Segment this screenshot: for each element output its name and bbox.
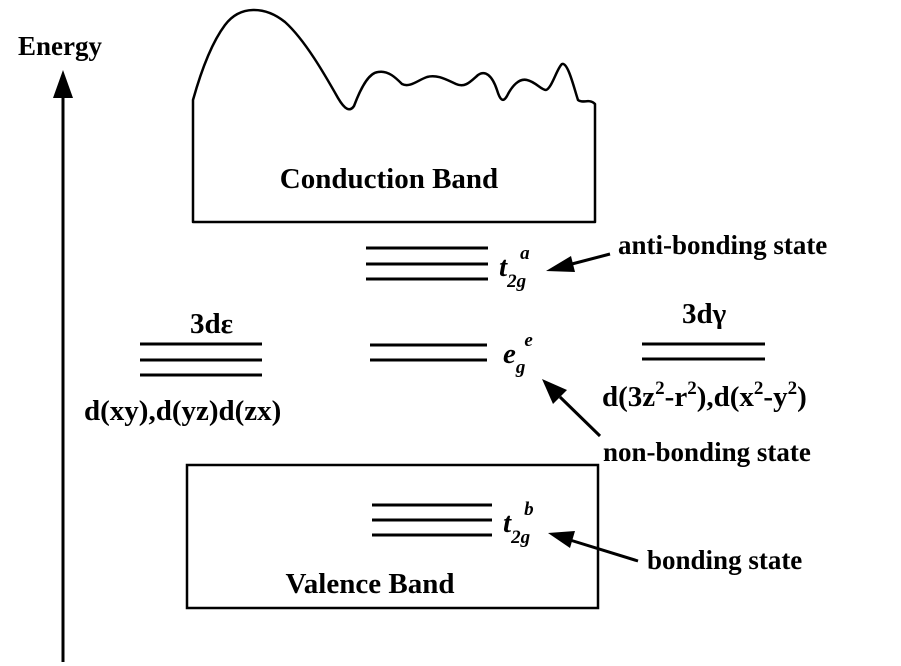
t2g-b-level-group: t2gb bonding state [372,499,802,575]
t2g-b-level-lines [372,503,492,537]
eg-e-level-group: ege non-bonding state [370,330,811,467]
valence-band-label: Valence Band [286,568,455,600]
non-bonding-arrowhead [542,379,567,404]
d-gamma-group: 3dγ d(3z2-r2),d(x2-y2) [602,298,807,413]
anti-bonding-label: anti-bonding state [618,230,827,260]
energy-axis-label: Energy [18,31,102,61]
bonding-arrowhead [548,531,575,548]
bonding-label: bonding state [647,545,802,575]
conduction-band: Conduction Band [191,8,597,224]
d-epsilon-level-lines [140,342,262,377]
anti-bonding-arrowhead [546,256,575,272]
t2g-a-level-lines [366,246,488,281]
t2g-a-symbol: t2ga [499,243,530,292]
conduction-band-label: Conduction Band [280,163,498,195]
d-epsilon-title: 3dε [190,308,233,340]
d-epsilon-orbital-label: d(xy),d(yz)d(zx) [84,395,281,427]
valence-band: Valence Band [185,463,600,610]
t2g-a-level-group: t2ga anti-bonding state [366,230,827,292]
anti-bonding-arrow-shaft [567,252,611,267]
d-gamma-orbital-label: d(3z2-r2),d(x2-y2) [602,378,807,413]
non-bonding-arrow-shaft [558,395,602,438]
eg-e-symbol: ege [503,330,533,378]
energy-axis-arrowhead [53,70,73,98]
eg-e-level-lines [370,343,487,362]
energy-axis: Energy [18,31,102,662]
conduction-band-outline [191,8,597,224]
valence-band-outline [185,463,600,610]
d-epsilon-group: 3dε d(xy),d(yz)d(zx) [84,308,281,427]
d-gamma-level-lines [642,342,765,361]
t2g-b-symbol: t2gb [503,499,534,548]
d-gamma-title: 3dγ [682,298,727,330]
bonding-arrow-shaft [569,538,639,563]
non-bonding-label: non-bonding state [603,437,811,467]
